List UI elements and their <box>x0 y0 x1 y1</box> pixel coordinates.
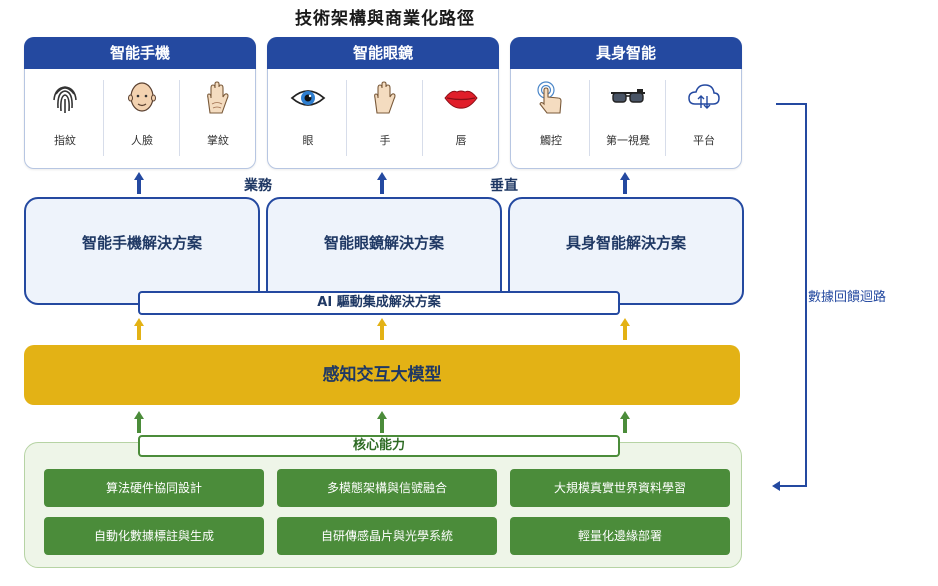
arrow-up-icon <box>620 411 630 433</box>
icon-label: 人臉 <box>131 134 153 147</box>
arrow-up-icon <box>620 172 630 194</box>
arrow-up-icon <box>134 172 144 194</box>
solution-label: 智能手機解決方案 <box>81 234 202 252</box>
arrow-up-icon <box>377 411 387 433</box>
capability-box: 自動化數據標註與生成 <box>44 517 264 555</box>
arrow-up-icon <box>134 411 144 433</box>
vertical-label-left: 業務 <box>244 178 272 194</box>
diagram-title: 技術架構與商業化路徑 <box>295 9 475 29</box>
icon-cell: 觸控 <box>513 80 589 156</box>
solution-label: 具身智能解決方案 <box>565 234 686 252</box>
capability-box: 大規模真實世界資料學習 <box>510 469 730 507</box>
card-header: 智能眼鏡 <box>267 37 499 69</box>
core-capabilities-title: 核心能力 <box>138 435 620 457</box>
touch-icon <box>537 81 562 114</box>
icon-cell: 平台 <box>665 80 742 156</box>
hand-icon <box>374 81 396 114</box>
icon-label: 眼 <box>302 134 314 147</box>
capability-box: 自研傳感晶片與光學系統 <box>277 517 497 555</box>
icon-label: 第一視覺 <box>606 134 650 147</box>
palm-icon <box>207 81 229 114</box>
solution-smart-glasses: 智能眼鏡解決方案 <box>266 197 502 305</box>
solution-smartphone: 智能手機解決方案 <box>24 197 260 305</box>
capability-box: 算法硬件協同設計 <box>44 469 264 507</box>
smart-glasses-icon <box>611 89 645 103</box>
card-header: 智能手機 <box>24 37 256 69</box>
capability-box: 多模態架構與信號融合 <box>277 469 497 507</box>
solution-embodied-ai: 具身智能解決方案 <box>508 197 744 305</box>
icon-cell: 眼 <box>270 80 346 156</box>
icon-cell: 第一視覺 <box>589 80 666 156</box>
lips-icon <box>444 90 478 109</box>
icon-label: 指紋 <box>54 134 76 147</box>
vertical-label-right: 垂直 <box>490 178 518 194</box>
face-icon <box>128 82 156 112</box>
arrow-up-icon <box>377 318 387 340</box>
icon-cell: 唇 <box>422 80 499 156</box>
icon-label: 觸控 <box>540 134 562 147</box>
data-feedback-loop-label: 數據回饋迴路 <box>808 290 887 305</box>
icon-cell: 掌紋 <box>179 80 256 156</box>
icon-label: 平台 <box>693 134 715 147</box>
card-smartphone: 智能手機 指紋 人臉 掌紋 <box>24 37 256 169</box>
eye-icon <box>290 90 326 106</box>
icon-label: 掌紋 <box>207 134 229 147</box>
fingerprint-icon <box>53 86 77 113</box>
arrow-up-icon <box>134 318 144 340</box>
cloud-platform-icon <box>688 84 720 109</box>
solution-label: 智能眼鏡解決方案 <box>323 234 444 252</box>
ai-integrated-solutions-bar: AI 驅動集成解決方案 <box>138 291 620 315</box>
card-embodied-ai: 具身智能 觸控 第一視覺 平台 <box>510 37 742 169</box>
capability-box: 輕量化邊緣部署 <box>510 517 730 555</box>
icon-label: 手 <box>379 134 391 147</box>
card-smart-glasses: 智能眼鏡 眼 手 唇 <box>267 37 499 169</box>
icon-label: 唇 <box>455 134 467 147</box>
arrow-up-icon <box>620 318 630 340</box>
card-header: 具身智能 <box>510 37 742 69</box>
icon-cell: 指紋 <box>27 80 103 156</box>
feedback-loop-bracket <box>772 103 807 491</box>
perception-interaction-model: 感知交互大模型 <box>24 345 740 405</box>
icon-cell: 人臉 <box>103 80 180 156</box>
icon-cell: 手 <box>346 80 423 156</box>
arrow-up-icon <box>377 172 387 194</box>
